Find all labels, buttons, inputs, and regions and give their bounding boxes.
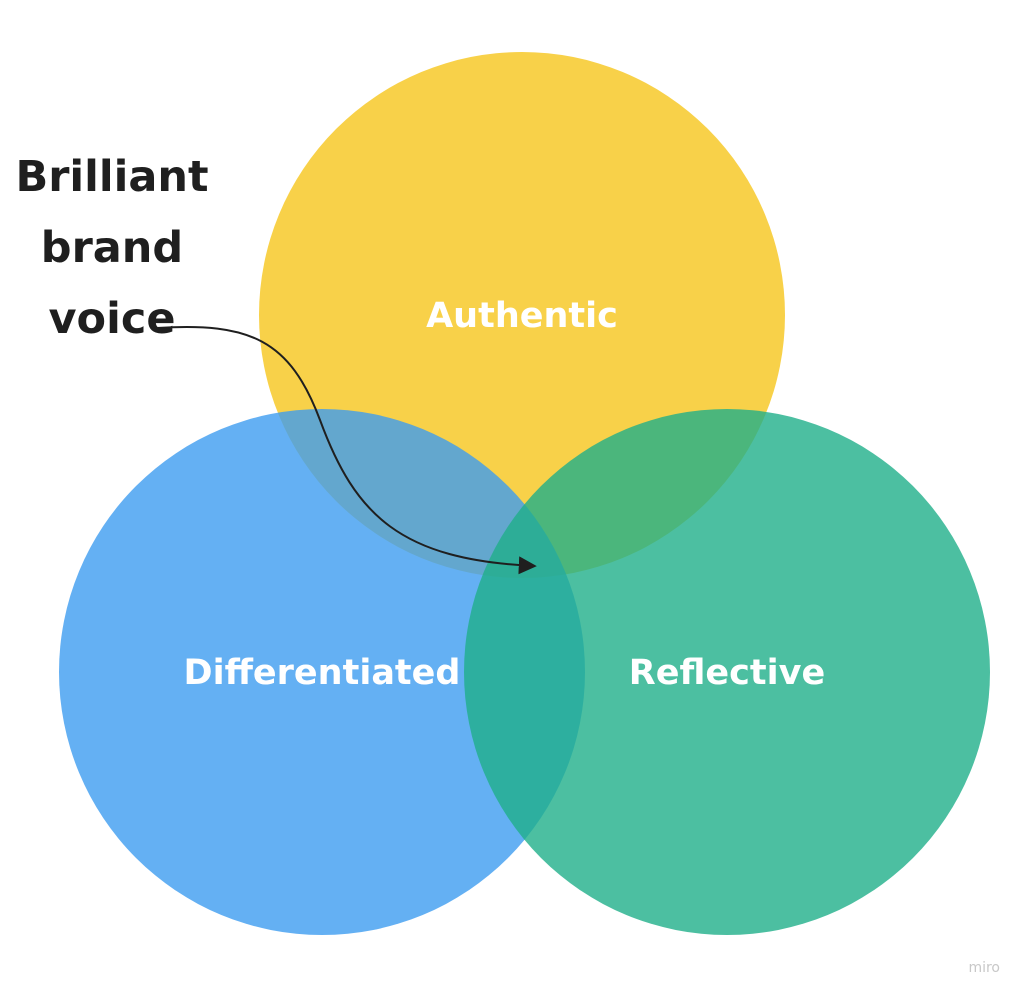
label-reflective: Reflective (629, 653, 825, 693)
circle-reflective (464, 409, 990, 935)
annotation-line-1: Brilliant (15, 152, 208, 202)
label-authentic: Authentic (426, 296, 618, 336)
annotation-line-2: brand (41, 223, 183, 273)
annotation-arrow (156, 325, 537, 575)
label-differentiated: Differentiated (184, 653, 461, 693)
watermark: miro (968, 960, 1000, 976)
circle-differentiated (59, 409, 585, 935)
annotation-line-3: voice (49, 294, 176, 344)
